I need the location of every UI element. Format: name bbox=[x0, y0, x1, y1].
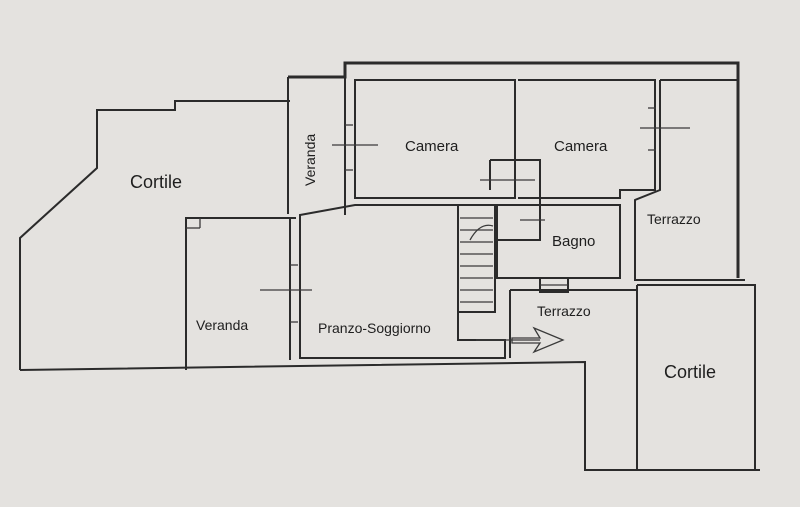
room-label-cortile-right: Cortile bbox=[664, 362, 716, 382]
room-label-veranda-left: Veranda bbox=[196, 317, 248, 333]
room-label-camera-2: Camera bbox=[554, 138, 608, 155]
room-label-terrazzo-upper: Terrazzo bbox=[647, 211, 701, 227]
room-label-bagno: Bagno bbox=[552, 233, 595, 250]
openings bbox=[186, 107, 690, 341]
entrance-arrow-icon bbox=[511, 326, 565, 354]
room-label-veranda-vertical: Veranda bbox=[302, 134, 318, 186]
stair-treads bbox=[460, 217, 494, 303]
walls bbox=[19, 61, 760, 471]
room-label-cortile-left: Cortile bbox=[130, 172, 182, 192]
room-label-terrazzo-lower: Terrazzo bbox=[537, 303, 591, 319]
room-label-camera-1: Camera bbox=[405, 138, 459, 155]
room-label-pranzo-soggiorno: Pranzo-Soggiorno bbox=[318, 320, 431, 336]
